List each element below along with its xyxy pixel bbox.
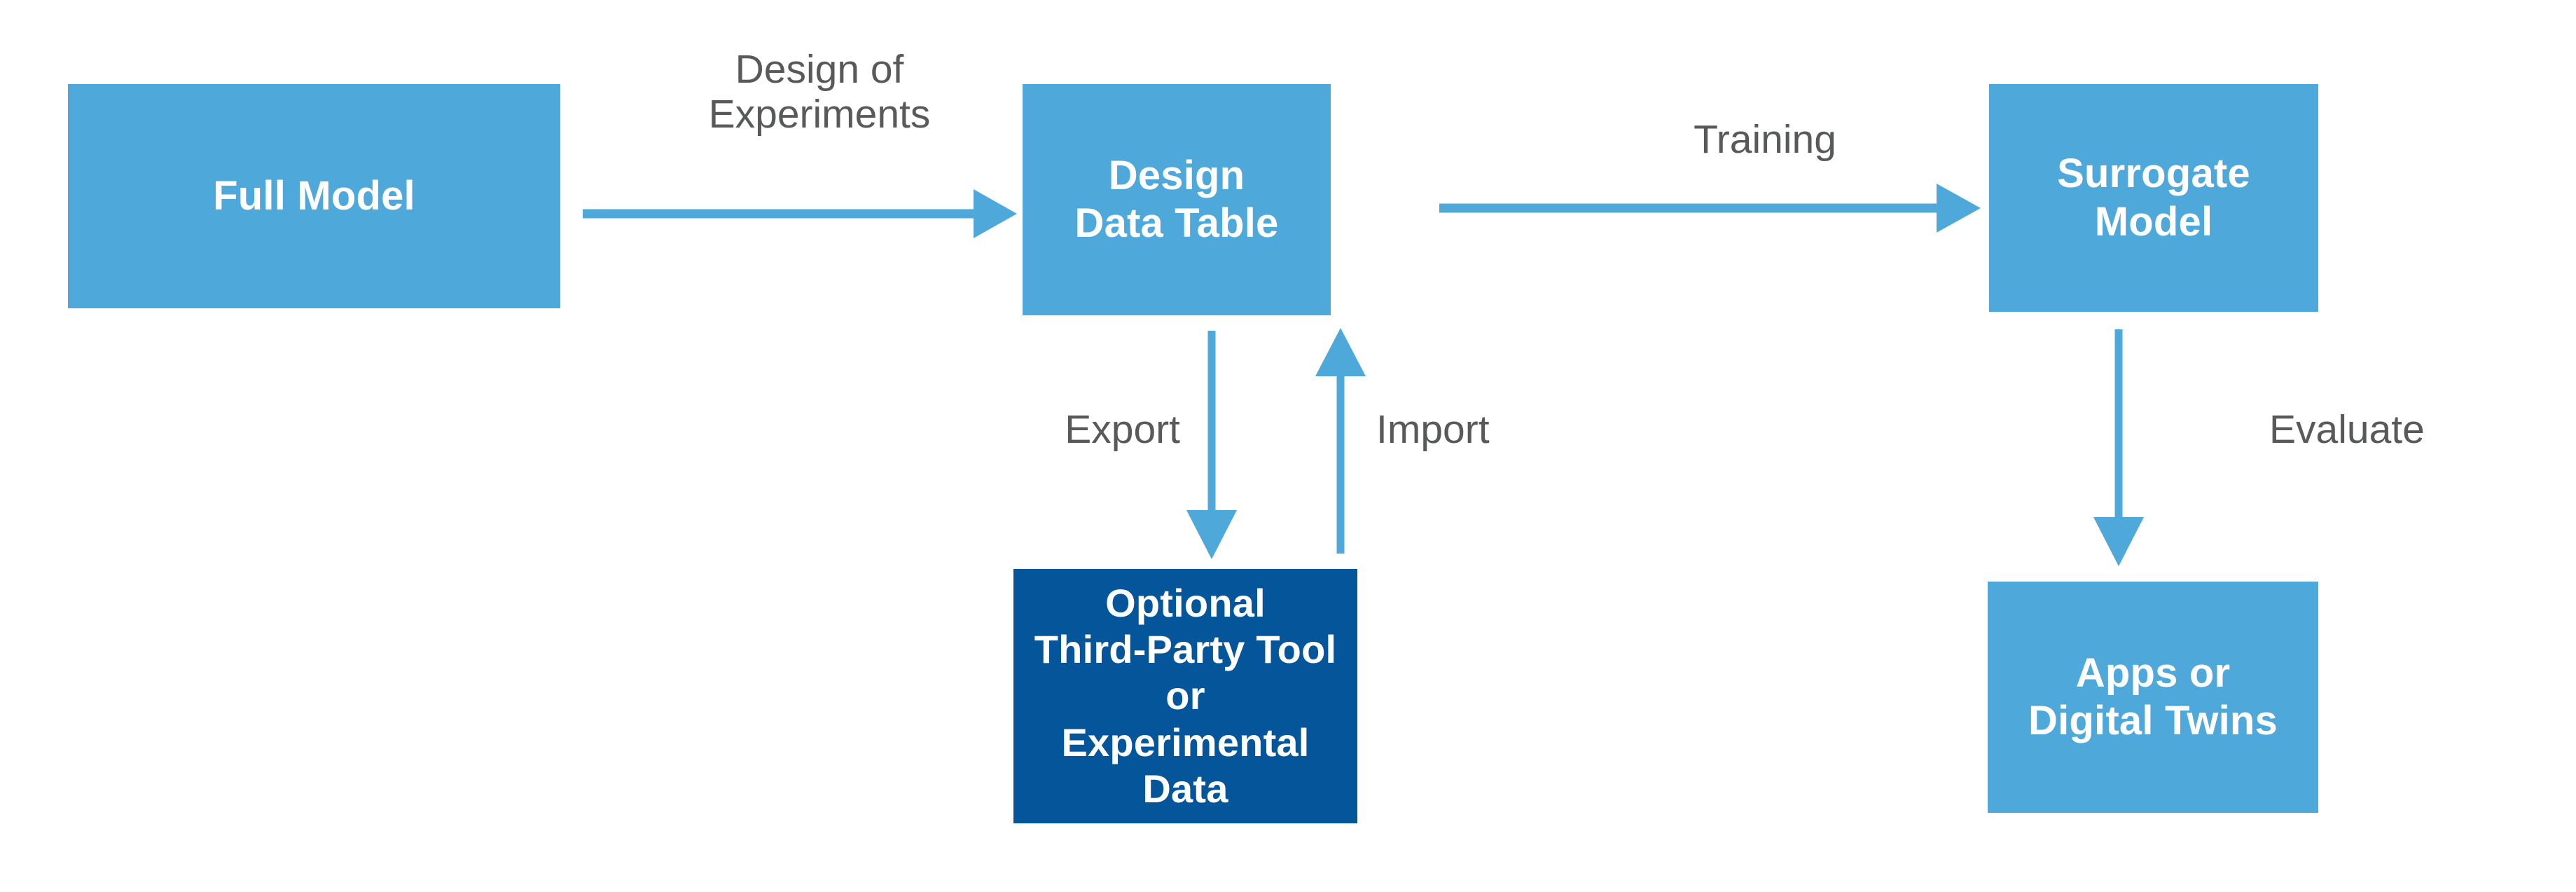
arrow-export-design-data-table-to-optional-tool [1186,331,1237,559]
arrow-full-model-to-design-data-table [583,189,1017,238]
node-optional-third-party-tool[interactable]: Optional Third-Party Tool or Experimenta… [1013,569,1357,823]
node-surrogate-model-label: Surrogate Model [2057,151,2250,245]
node-optional-third-party-tool-label: Optional Third-Party Tool or Experimenta… [1034,581,1337,811]
node-full-model-label: Full Model [213,172,415,219]
node-surrogate-model[interactable]: Surrogate Model [1989,84,2318,312]
arrow-evaluate-surrogate-model-to-apps-digital-twins [2093,329,2144,566]
node-full-model[interactable]: Full Model [68,84,560,308]
arrow-design-data-table-to-surrogate-model [1439,184,1981,233]
edge-label-evaluate: Evaluate [2269,407,2425,452]
edge-label-import: Import [1376,407,1490,452]
arrow-import-optional-tool-to-design-data-table [1315,328,1366,554]
node-design-data-table-label: Design Data Table [1074,152,1279,246]
edge-label-export: Export [1065,407,1180,452]
edge-label-training: Training [1694,117,1836,162]
edge-label-design-of-experiments: Design of Experiments [708,47,931,137]
node-apps-or-digital-twins[interactable]: Apps or Digital Twins [1988,582,2318,813]
node-apps-or-digital-twins-label: Apps or Digital Twins [2028,650,2278,743]
node-design-data-table[interactable]: Design Data Table [1023,84,1331,315]
